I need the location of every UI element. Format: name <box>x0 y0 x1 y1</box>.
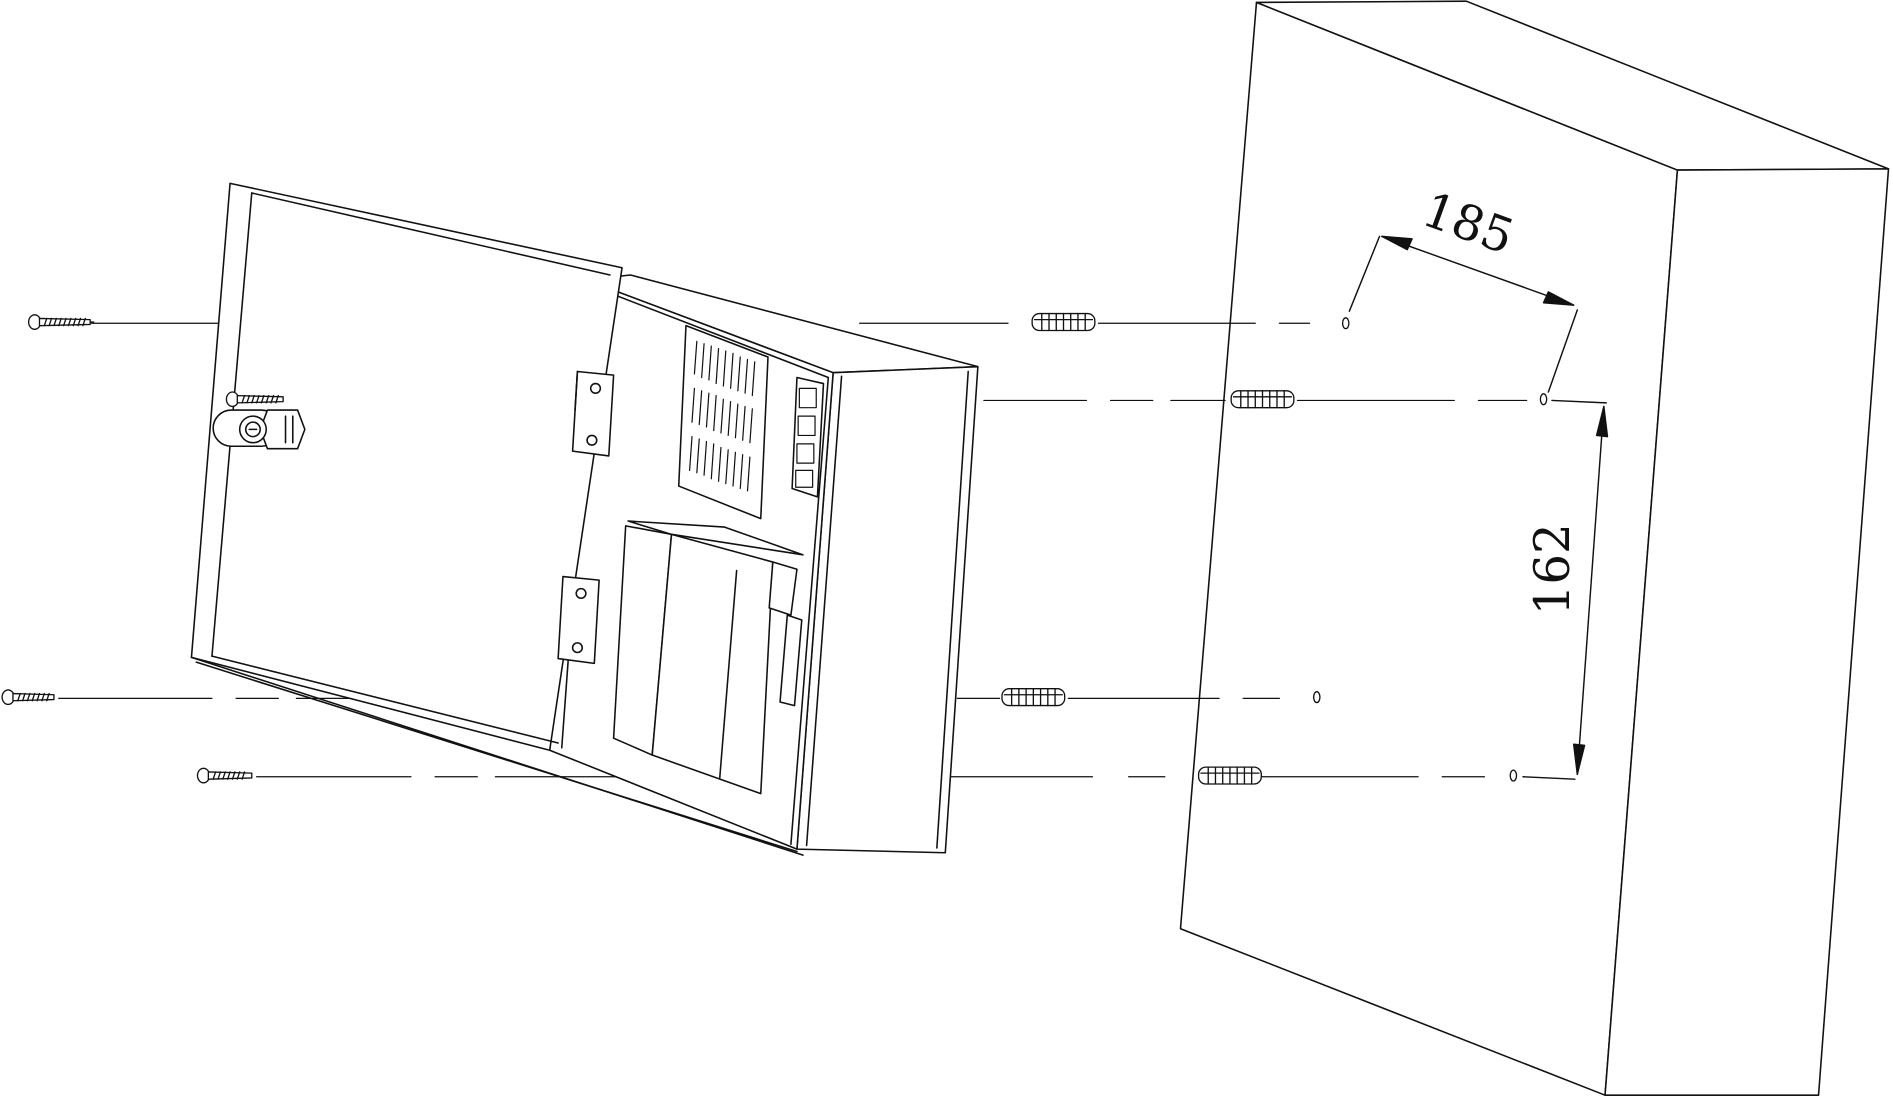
dimension-162: 162 <box>1522 399 1609 780</box>
door-inner-edge <box>250 192 611 276</box>
arrowhead <box>1572 743 1586 776</box>
dimension-line <box>1576 405 1605 776</box>
wall-plug <box>1230 390 1295 409</box>
battery-edge <box>718 569 738 779</box>
extension-line <box>1547 309 1579 393</box>
dimension-label-162: 162 <box>1525 523 1581 615</box>
door-panel <box>190 182 623 752</box>
box-side-edge <box>805 375 843 847</box>
wall-hole <box>1509 769 1518 782</box>
hinge-bottom <box>557 575 600 665</box>
screw <box>1 689 55 706</box>
vent-slots <box>688 340 756 492</box>
cam-lock <box>212 409 306 450</box>
battery-terminal <box>768 561 798 616</box>
arrowhead <box>1595 405 1609 438</box>
hinge-top <box>571 370 615 457</box>
extension-line <box>1522 776 1576 780</box>
wall-holes <box>1312 317 1548 782</box>
battery-top <box>627 520 804 556</box>
screws <box>1 314 284 784</box>
battery-right <box>651 533 774 795</box>
wall-hole <box>1312 691 1321 704</box>
extension-line <box>1551 399 1607 404</box>
wall-plug <box>1197 766 1262 785</box>
wall-plugs <box>1001 312 1295 785</box>
extension-line <box>1348 235 1381 312</box>
wall-hole <box>1539 393 1548 406</box>
dimension-line <box>1381 235 1575 306</box>
battery-bracket <box>779 614 803 707</box>
screw <box>225 391 284 408</box>
terminal-screws <box>795 387 817 488</box>
enclosure <box>190 182 979 856</box>
wall-hole <box>1341 317 1350 330</box>
psu-module <box>677 324 769 520</box>
terminal-block <box>791 376 825 498</box>
door-inner-edge <box>211 655 559 744</box>
wall-front-face <box>1179 1 1679 1096</box>
wall-plug <box>1001 688 1066 707</box>
box-rim <box>593 286 830 846</box>
screw <box>27 314 95 330</box>
wall-plug <box>1031 312 1096 332</box>
door-inner-edge <box>190 656 804 856</box>
wall-block <box>1179 0 1890 1096</box>
box-side-edge <box>936 370 969 849</box>
arrowhead <box>1542 291 1575 306</box>
wall-side-face <box>1604 168 1890 1096</box>
screw <box>196 767 253 784</box>
arrowhead <box>1381 235 1413 251</box>
